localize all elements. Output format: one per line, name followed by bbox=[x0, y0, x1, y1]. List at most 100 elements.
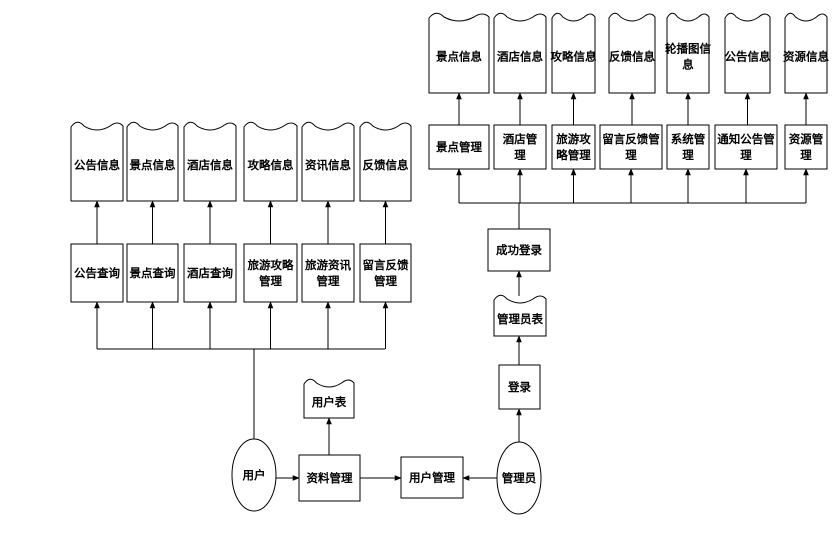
user-management-process: 用户管理 bbox=[400, 456, 464, 499]
node-label: 息 bbox=[682, 58, 694, 72]
user-store-3: 攻略信息 bbox=[243, 121, 298, 202]
process-box-border bbox=[487, 228, 551, 272]
data-store-shape bbox=[784, 12, 828, 94]
node-label: 公告查询 bbox=[74, 266, 120, 280]
process-box-border bbox=[243, 243, 298, 303]
process-box-border bbox=[359, 243, 412, 303]
user-process-1: 景点查询 bbox=[126, 243, 179, 303]
node-label: 成功登录 bbox=[496, 243, 542, 257]
node-label: 理 bbox=[740, 148, 752, 162]
node-label: 管理 bbox=[317, 274, 340, 288]
node-label: 理 bbox=[682, 148, 694, 162]
data-store-shape bbox=[608, 12, 656, 94]
node-label: 用户 bbox=[242, 468, 266, 482]
actor-ellipse bbox=[231, 438, 277, 512]
node-label: 理 bbox=[800, 148, 812, 162]
user-store-1: 景点信息 bbox=[126, 121, 179, 202]
node-label: 景点查询 bbox=[129, 266, 176, 280]
data-store-shape bbox=[183, 121, 237, 202]
data-store-shape bbox=[551, 12, 596, 94]
node-label: 略管理 bbox=[556, 148, 591, 162]
node-label: 旅游攻略 bbox=[248, 258, 294, 272]
node-label: 管理员表 bbox=[497, 312, 543, 326]
process-box-border bbox=[301, 243, 355, 303]
node-label: 酒店信息 bbox=[497, 50, 543, 64]
user-store-2: 酒店信息 bbox=[183, 121, 237, 202]
node-label: 管理 bbox=[374, 274, 397, 288]
node-label: 轮播图信 bbox=[665, 42, 711, 56]
node-label: 旅游攻 bbox=[556, 132, 591, 146]
profile-process: 资料管理 bbox=[298, 454, 361, 502]
node-label: 用户表 bbox=[311, 395, 347, 409]
process-box-border bbox=[126, 243, 179, 303]
data-store-shape bbox=[301, 121, 355, 202]
data-store-shape bbox=[243, 121, 298, 202]
user-process-0: 公告查询 bbox=[70, 243, 124, 303]
admin-store-2: 攻略信息 bbox=[551, 12, 597, 94]
node-label: 景点管理 bbox=[435, 140, 482, 154]
node-label: 酒店查询 bbox=[187, 266, 233, 280]
process-box-border bbox=[714, 124, 778, 170]
node-label: 酒店信息 bbox=[187, 158, 233, 172]
user-table-store: 用户表 bbox=[303, 378, 355, 419]
data-store-shape bbox=[666, 12, 710, 94]
admin-store-5: 公告信息 bbox=[724, 12, 771, 94]
user-actor: 用户 bbox=[231, 438, 277, 512]
process-box-border bbox=[400, 456, 464, 499]
node-label: 景点信息 bbox=[129, 158, 176, 172]
node-label: 反馈信息 bbox=[609, 50, 655, 64]
data-store-shape bbox=[70, 121, 124, 202]
admin-table-store: 管理员表 bbox=[493, 294, 547, 337]
node-label: 系统管 bbox=[671, 132, 706, 146]
login-process: 登录 bbox=[498, 364, 541, 410]
node-label: 攻略信息 bbox=[551, 50, 597, 64]
user-store-4: 资讯信息 bbox=[301, 121, 355, 202]
admin-store-0: 景点信息 bbox=[428, 12, 490, 94]
node-label: 反馈信息 bbox=[363, 158, 409, 172]
node-label: 攻略信息 bbox=[248, 158, 294, 172]
node-label: 理 bbox=[625, 148, 637, 162]
user-store-0: 公告信息 bbox=[70, 121, 124, 202]
node-label: 理 bbox=[514, 148, 526, 162]
login-success-process: 成功登录 bbox=[487, 228, 551, 272]
node-label: 留言反馈 bbox=[363, 258, 409, 272]
node-label: 管理 bbox=[259, 274, 282, 288]
admin-store-1: 酒店信息 bbox=[493, 12, 547, 94]
process-box-border bbox=[70, 243, 124, 303]
node-label: 用户管理 bbox=[408, 471, 455, 485]
process-box-border bbox=[428, 124, 490, 170]
admin-store-3: 反馈信息 bbox=[608, 12, 656, 94]
process-box-border bbox=[666, 124, 710, 170]
node-label: 留言反馈管 bbox=[602, 132, 660, 146]
user-process-2: 酒店查询 bbox=[183, 243, 237, 303]
node-label: 旅游资讯 bbox=[305, 258, 351, 272]
node-label: 通知公告管 bbox=[717, 132, 775, 146]
data-store-shape bbox=[724, 12, 771, 94]
node-label: 公告信息 bbox=[725, 50, 771, 64]
node-label: 登录 bbox=[507, 380, 531, 394]
node-label: 酒店管 bbox=[503, 132, 538, 146]
node-label: 公告信息 bbox=[74, 158, 120, 172]
data-store-shape bbox=[493, 12, 547, 94]
node-label: 资料管理 bbox=[307, 471, 353, 485]
data-store-shape bbox=[493, 294, 547, 337]
node-label: 景点信息 bbox=[435, 50, 482, 64]
data-store-shape bbox=[303, 378, 355, 419]
node-label: 资源信息 bbox=[783, 50, 829, 64]
admin-process-0: 景点管理 bbox=[428, 124, 490, 170]
node-label: 资讯信息 bbox=[305, 158, 351, 172]
admin-store-6: 资源信息 bbox=[783, 12, 829, 94]
user-store-5: 反馈信息 bbox=[359, 121, 412, 202]
data-store-shape bbox=[359, 121, 412, 202]
node-label: 资源管 bbox=[789, 132, 824, 146]
